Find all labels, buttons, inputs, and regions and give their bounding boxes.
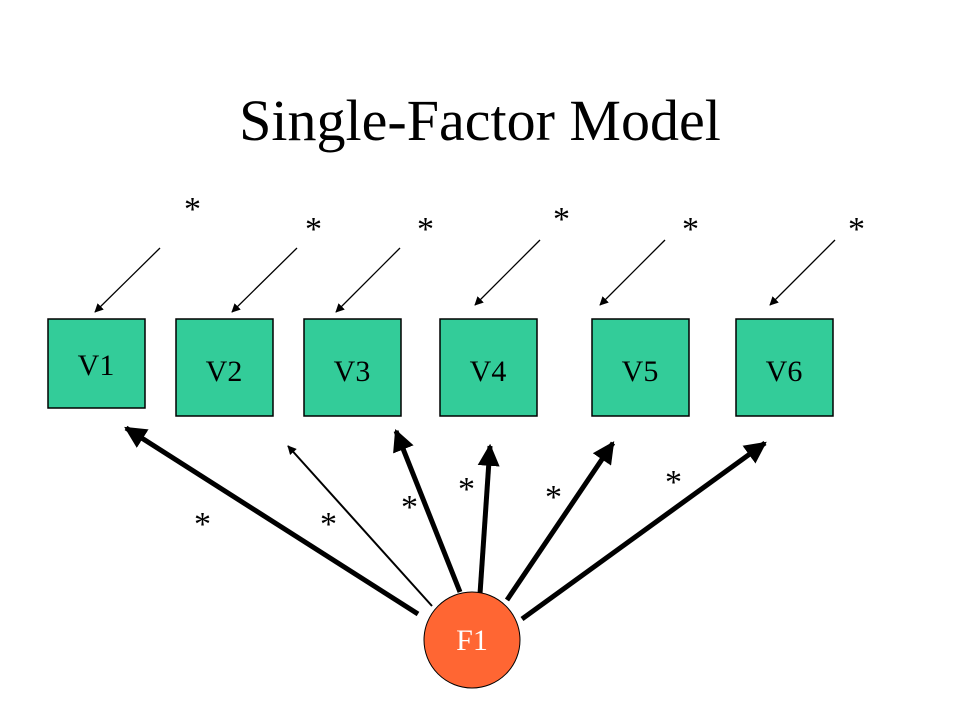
error-marker-v3: * bbox=[417, 211, 434, 248]
loading-arrow-v3 bbox=[393, 428, 463, 593]
error-arrow-v2 bbox=[231, 247, 298, 313]
loading-arrow-v2 bbox=[287, 445, 433, 607]
slide-title: Single-Factor Model bbox=[239, 88, 721, 153]
error-markers: * * * * * * bbox=[184, 191, 865, 248]
loading-marker-v2: * bbox=[320, 506, 337, 543]
error-marker-v5: * bbox=[682, 211, 699, 248]
error-arrow-v6 bbox=[769, 239, 836, 306]
error-arrow-v4 bbox=[474, 239, 541, 306]
indicator-v5-label: V5 bbox=[622, 355, 659, 388]
indicator-v2: V2 bbox=[175, 318, 274, 417]
indicator-v3: V3 bbox=[303, 318, 402, 417]
error-arrows bbox=[94, 239, 836, 313]
loading-marker-v6: * bbox=[665, 464, 682, 501]
indicator-v5: V5 bbox=[591, 318, 690, 417]
indicator-v2-label: V2 bbox=[206, 355, 243, 388]
error-marker-v2: * bbox=[305, 211, 322, 248]
error-marker-v1: * bbox=[184, 191, 201, 228]
loading-arrows bbox=[124, 425, 767, 622]
loading-arrow-v6 bbox=[520, 440, 767, 622]
error-marker-v6: * bbox=[848, 211, 865, 248]
error-arrow-v5 bbox=[599, 239, 666, 306]
error-marker-v4: * bbox=[553, 201, 570, 238]
indicator-boxes: V1 V2 V3 V4 V5 V6 bbox=[47, 318, 834, 417]
loading-marker-v5: * bbox=[545, 479, 562, 516]
factor-f1: F1 bbox=[423, 591, 521, 689]
indicator-v1: V1 bbox=[47, 318, 146, 409]
indicator-v6-label: V6 bbox=[766, 355, 803, 388]
loading-markers: * * * * * * bbox=[194, 464, 682, 543]
error-arrow-v3 bbox=[335, 247, 401, 313]
error-arrow-v1 bbox=[94, 247, 161, 313]
indicator-v4: V4 bbox=[439, 318, 538, 417]
indicator-v1-label: V1 bbox=[78, 349, 115, 382]
loading-marker-v3: * bbox=[401, 489, 418, 526]
loading-arrow-v5 bbox=[504, 441, 616, 602]
loading-arrow-v4 bbox=[477, 443, 500, 595]
loading-arrow-v1 bbox=[124, 425, 420, 617]
loading-marker-v1: * bbox=[194, 506, 211, 543]
indicator-v6: V6 bbox=[735, 318, 834, 417]
indicator-v3-label: V3 bbox=[334, 355, 371, 388]
loading-marker-v4: * bbox=[458, 471, 475, 508]
indicator-v4-label: V4 bbox=[470, 355, 507, 388]
factor-f1-label: F1 bbox=[456, 624, 488, 657]
